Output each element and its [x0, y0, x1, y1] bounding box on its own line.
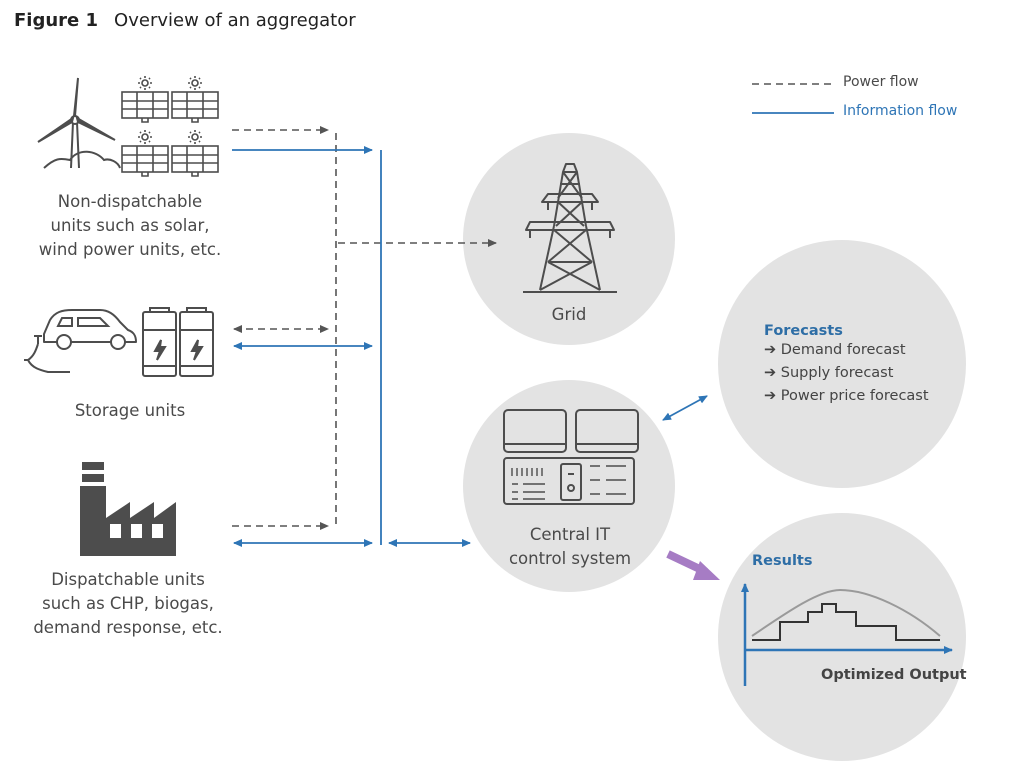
arrow-right-icon: ➔	[764, 342, 777, 358]
results-x-label: Optimized Output	[821, 667, 967, 683]
results-title: Results	[752, 553, 813, 569]
nondispatchable-label: Non-dispatchable units such as solar, wi…	[20, 190, 240, 262]
nondispatchable-line-3: wind power units, etc.	[38, 240, 222, 259]
forecast-item-label: Power price forecast	[780, 388, 929, 404]
forecast-item-label: Supply forecast	[780, 365, 894, 381]
dispatchable-label: Dispatchable units such as CHP, biogas, …	[18, 568, 238, 640]
battery-icon	[142, 307, 214, 377]
legend-power-label: Power flow	[843, 74, 919, 90]
figure-number: Figure 1	[14, 10, 99, 31]
nondispatchable-line-2: units such as solar,	[50, 216, 210, 235]
forecasts-circle	[718, 240, 966, 488]
results-chart	[741, 583, 953, 686]
transmission-tower-icon	[523, 163, 617, 293]
legend-info-label: Information flow	[843, 103, 958, 119]
figure-title: Figure 1 Overview of an aggregator	[14, 10, 356, 31]
storage-label: Storage units	[20, 399, 240, 423]
forecasts-title: Forecasts	[764, 323, 843, 339]
electric-car-icon	[24, 309, 137, 373]
results-circle	[718, 513, 966, 761]
central-label: Central IT control system	[490, 523, 650, 571]
forecast-item-label: Demand forecast	[780, 342, 906, 358]
grid-label: Grid	[551, 305, 587, 324]
forecast-item: ➔ Supply forecast	[764, 362, 929, 385]
factory-icon	[80, 462, 176, 556]
forecast-item: ➔ Power price forecast	[764, 385, 929, 408]
solar-panels-icon	[121, 76, 219, 177]
central-label-line-1: Central IT	[529, 525, 611, 544]
arrow-right-icon: ➔	[764, 365, 777, 381]
dispatchable-line-1: Dispatchable units	[51, 570, 205, 589]
arrow-right-icon: ➔	[764, 388, 777, 404]
results-arrow	[666, 550, 720, 580]
figure-caption: Overview of an aggregator	[114, 10, 356, 31]
wind-turbine-icon	[37, 77, 121, 169]
nondispatchable-line-1: Non-dispatchable	[57, 192, 203, 211]
dispatchable-line-2: such as CHP, biogas,	[42, 594, 214, 613]
forecast-item: ➔ Demand forecast	[764, 339, 929, 362]
forecasts-block: Forecasts ➔ Demand forecast ➔ Supply for…	[764, 323, 929, 408]
dispatchable-line-3: demand response, etc.	[33, 618, 223, 637]
results-step-line	[752, 603, 940, 641]
info-arrow-forecasts	[662, 395, 708, 421]
grid-circle	[463, 133, 675, 345]
central-label-line-2: control system	[508, 549, 632, 568]
storage-line-1: Storage units	[74, 401, 186, 420]
results-curve	[751, 588, 941, 637]
control-system-icon	[503, 409, 639, 505]
